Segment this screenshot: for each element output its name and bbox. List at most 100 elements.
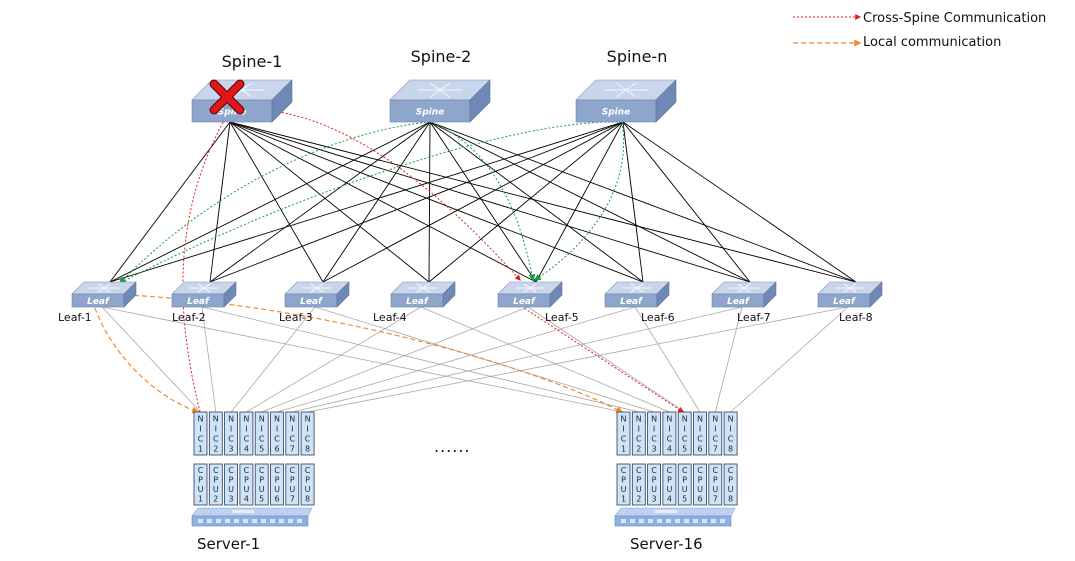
link-leaf3-server1-nic3 (230, 306, 316, 413)
spine-switch-1-side (271, 79, 293, 123)
green-path-spinen-leaf1 (118, 121, 623, 284)
server-chassis-icon (614, 507, 736, 527)
leaf-switch-6: Leaf (604, 281, 670, 308)
communication-paths (94, 108, 685, 414)
leaf-switch-5-label: Leaf (513, 297, 536, 307)
spine-switch-3-label: Spine (602, 108, 631, 118)
leaf-switch-1-side (123, 281, 137, 308)
link-spine1-leaf5 (229, 121, 537, 283)
link-spine2-leaf4 (428, 121, 431, 283)
leaf-switch-7: Leaf (711, 281, 777, 308)
leaf-switch-4-side (442, 281, 456, 308)
link-leaf2-server1-nic2 (201, 306, 217, 413)
link-leaf8-server16-nic8 (730, 306, 849, 413)
link-spine2-leaf2 (209, 121, 431, 283)
link-spine3-leaf4 (428, 121, 624, 283)
link-spine3-leaf1 (109, 121, 624, 283)
switch-arrows-icon (189, 283, 219, 293)
link-leaf2-server16-nic2 (201, 306, 639, 413)
link-leaf7-server16-nic7 (714, 306, 743, 413)
link-leaf7-server1-nic7 (292, 306, 743, 413)
link-leaf6-server16-nic6 (634, 306, 701, 413)
spine-switch-2: Spine (389, 79, 491, 123)
leaf-switch-7-side (763, 281, 777, 308)
spine-switch-3: Spine (575, 79, 677, 123)
leaf-switch-4: Leaf (390, 281, 456, 308)
switch-arrows-icon (729, 283, 759, 293)
leaf-switch-3-side (336, 281, 350, 308)
leaf-name-1: Leaf-1 (58, 311, 92, 324)
switch-arrows-icon (515, 283, 545, 293)
local-path-leaf1-server1 (94, 307, 200, 414)
link-spine1-leaf4 (229, 121, 430, 283)
leaf-switch-8: Leaf (817, 281, 883, 308)
link-spine3-leaf6 (622, 121, 644, 283)
link-spine3-leaf2 (209, 121, 624, 283)
red-x-icon (209, 79, 245, 115)
link-leaf8-server1-nic8 (307, 306, 849, 413)
leaf-switch-2-side (223, 281, 237, 308)
link-spine1-leaf2 (209, 121, 231, 283)
switch-arrows-icon (835, 283, 865, 293)
leaf-name-4: Leaf-4 (373, 311, 407, 324)
switch-arrows-icon (408, 283, 438, 293)
spine-switch-1: Spine (191, 79, 293, 123)
server-name-1: Server-1 (197, 535, 260, 553)
spine-switch-3-side (655, 79, 677, 123)
legend-cross-spine-label: Cross-Spine Communication (863, 11, 1046, 26)
leaf-name-8: Leaf-8 (839, 311, 873, 324)
leaf-switch-3: Leaf (284, 281, 350, 308)
link-spine1-leaf1 (109, 121, 231, 283)
legend: Cross-Spine Communication Local communic… (793, 11, 1046, 50)
link-leaf4-server1-nic4 (246, 306, 422, 413)
leaf-name-7: Leaf-7 (737, 311, 771, 324)
leaf-layer: LeafLeaf-1LeafLeaf-2LeafLeaf-3LeafLeaf-4… (58, 281, 883, 324)
link-spine2-leaf3 (322, 121, 431, 283)
legend-local-label: Local communication (863, 35, 1001, 50)
leaf-switch-2-label: Leaf (187, 297, 210, 307)
leaf-switch-1-label: Leaf (87, 297, 110, 307)
switch-arrows-icon (89, 283, 119, 293)
link-spine1-leaf8 (229, 121, 857, 283)
link-leaf1-server16-nic1 (101, 306, 624, 413)
link-spine3-leaf7 (622, 121, 751, 283)
link-leaf4-server16-nic4 (420, 306, 670, 413)
switch-arrows-icon (417, 82, 463, 98)
leaf-switch-5: Leaf (497, 281, 563, 308)
link-spine3-leaf5 (535, 121, 624, 283)
leaf-switch-7-label: Leaf (727, 297, 750, 307)
leaf-switch-6-side (656, 281, 670, 308)
server-name-16: Server-16 (630, 535, 703, 553)
cross-spine-path-leaf5-server16 (520, 305, 685, 413)
